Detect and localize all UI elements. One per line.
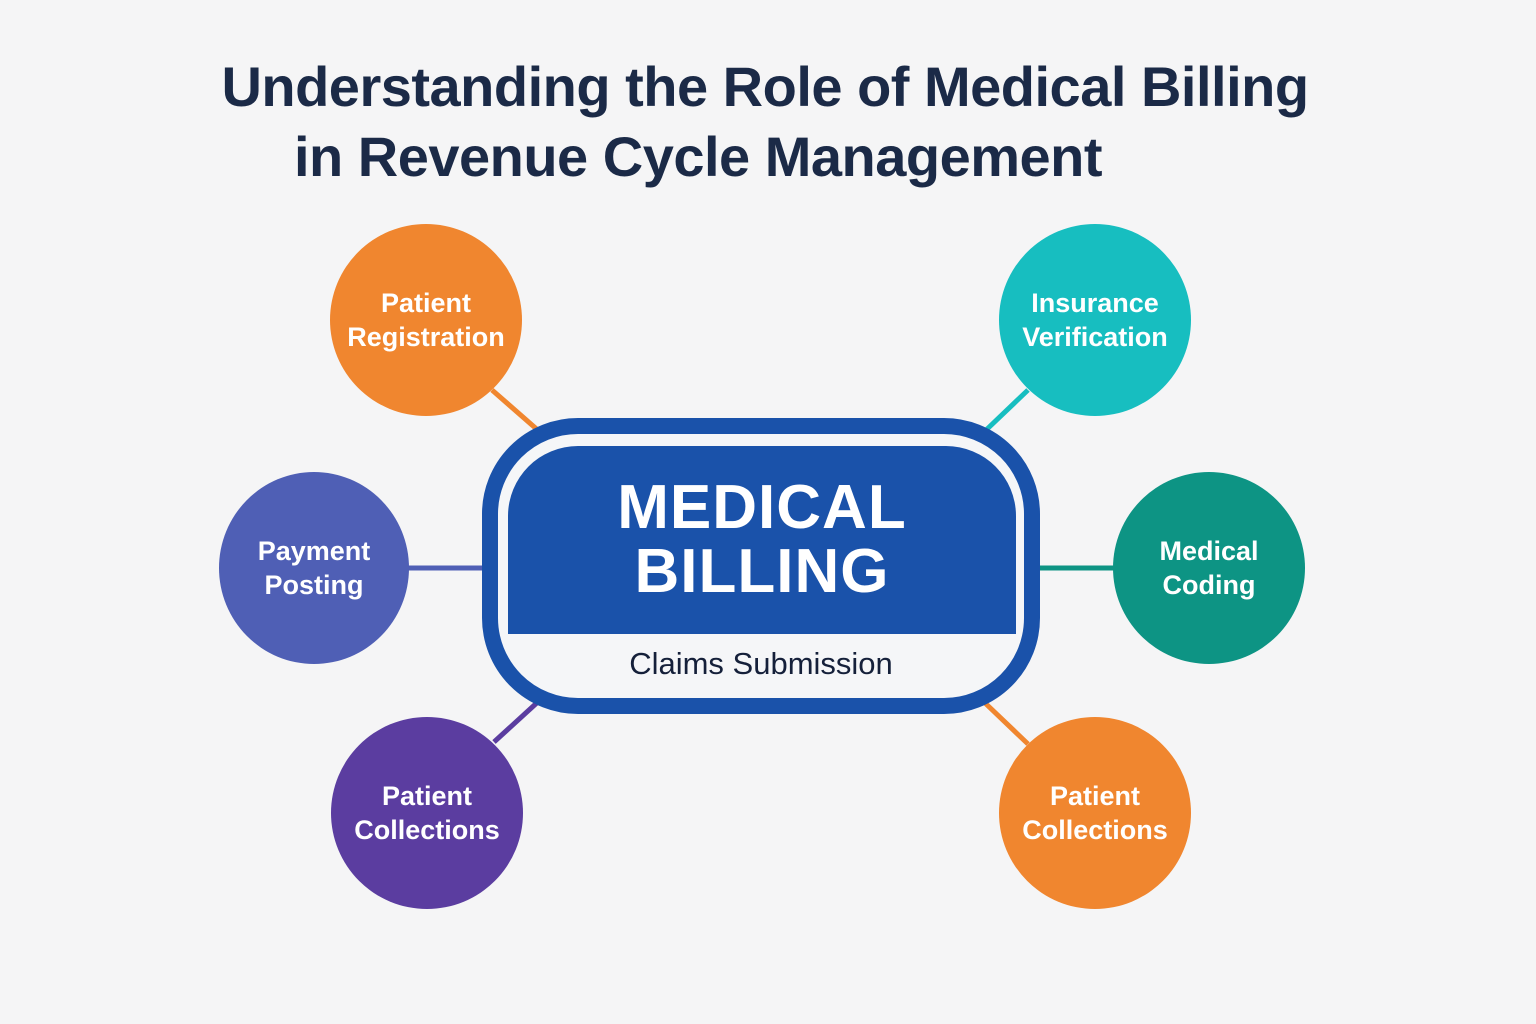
node-label-line-2: Collections (354, 815, 500, 845)
node-medical-coding: Medical Coding (1113, 472, 1305, 664)
node-label-line-1: Medical (1159, 536, 1259, 566)
connector-insurance-verification (982, 388, 1030, 434)
node-label-line-1: Insurance (1031, 288, 1159, 318)
node-payment-posting: Payment Posting (219, 472, 409, 664)
node-label-line-2: Posting (264, 570, 364, 600)
page-title: Understanding the Role of Medical Billin… (0, 52, 1536, 192)
node-label-line-2: Coding (1162, 570, 1256, 600)
node-label-line-1: Patient (380, 288, 472, 318)
node-label-line-2: Verification (1022, 322, 1168, 352)
node-label-line-2: Collections (1022, 815, 1168, 845)
node-patient-collections-right: Patient Collections (999, 717, 1191, 909)
hub-title-line-1: MEDICAL (617, 473, 907, 542)
connector-patient-registration (490, 388, 542, 434)
node-label-line-2: Registration (347, 322, 505, 352)
node-label-line-1: Patient (1049, 781, 1141, 811)
title-line-1: Understanding the Role of Medical Billin… (221, 55, 1309, 118)
connector-patient-collections-left (492, 698, 542, 744)
connector-patient-collections-right (982, 700, 1030, 746)
node-insurance-verification: Insurance Verification (999, 224, 1191, 416)
hub-title-line-2: BILLING (634, 537, 890, 606)
hub-header: MEDICAL BILLING (508, 446, 1016, 634)
hub-subtitle: Claims Submission (629, 646, 893, 681)
node-label-line-1: Payment (257, 536, 371, 566)
node-label-line-1: Patient (381, 781, 473, 811)
node-patient-collections-left: Patient Collections (331, 717, 523, 909)
title-line-2: in Revenue Cycle Management (293, 125, 1103, 188)
node-patient-registration: Patient Registration (330, 224, 522, 416)
